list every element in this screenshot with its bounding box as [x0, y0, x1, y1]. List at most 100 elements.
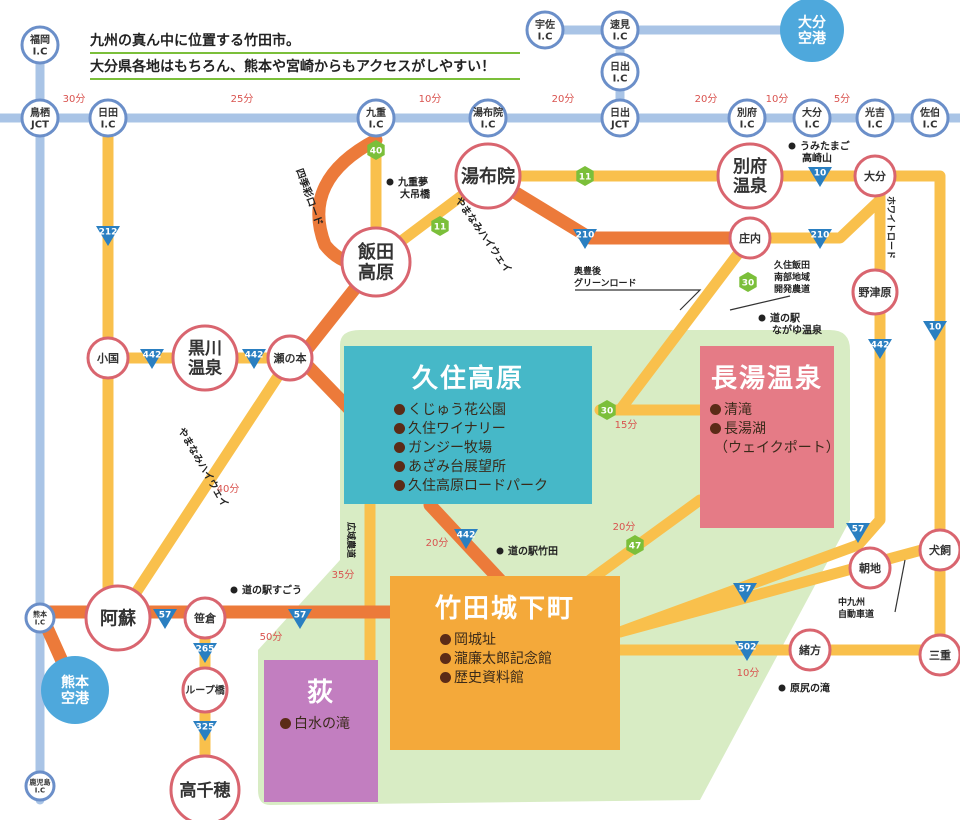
place-circle: [716, 142, 784, 210]
place-circle: [84, 584, 152, 652]
route-shield-triangle: [242, 349, 266, 369]
area-taketa-list: 岡城址 瀧廉太郎記念館 歴史資料館: [440, 631, 620, 688]
travel-time-label: 50分: [260, 631, 283, 643]
area-kuju: 久住高原 くじゅう花公園 久住ワイナリー ガンジー牧場 あざみ台展望所 久住高原…: [344, 346, 592, 504]
bullet-icon: [394, 480, 405, 491]
place-marker: 笹倉: [183, 596, 227, 640]
route-shield: 11: [576, 166, 594, 186]
route-shield-hexagon: [626, 535, 644, 555]
interchange-circle: [855, 98, 895, 138]
interchange-circle: [727, 98, 767, 138]
route-shield-hexagon: [598, 400, 616, 420]
interchange-circle: [24, 602, 56, 634]
route-shield-triangle: [808, 167, 832, 187]
route-shield: 40: [367, 140, 385, 160]
place-circle: [266, 334, 314, 382]
place-marker: 庄内: [728, 216, 772, 260]
place-circle: [788, 628, 832, 672]
list-item: 白水の滝: [280, 715, 378, 734]
place-label: 湯布院: [461, 165, 515, 187]
route-shield: 11: [431, 216, 449, 236]
area-ogi: 荻 白水の滝: [264, 660, 378, 802]
area-nagayu-title: 長湯温泉: [710, 364, 823, 394]
place-circle: [169, 754, 241, 824]
place-label: 小国: [96, 351, 119, 365]
route-shield: 442: [868, 339, 892, 359]
area-kuju-list: くじゅう花公園 久住ワイナリー ガンジー牧場 あざみ台展望所 久住高原ロードパー…: [394, 401, 592, 496]
area-taketa-title: 竹田城下町: [434, 594, 575, 624]
route-number: 442: [245, 351, 264, 361]
landmark-dot: [496, 547, 504, 555]
route-number: 30: [742, 279, 755, 289]
bullet-icon: [440, 672, 451, 683]
interchange-circle: [24, 770, 56, 802]
road-47: [584, 494, 706, 586]
bullet-icon: [394, 404, 405, 415]
place-circle: [181, 666, 229, 714]
route-number: 210: [576, 231, 595, 241]
road-name-label: 久住飯田: [774, 259, 810, 271]
route-number: 57: [739, 585, 752, 595]
route-number: 325: [196, 723, 215, 733]
route-shield: 442: [454, 529, 478, 549]
place-label: 阿蘇: [100, 607, 136, 629]
place-label: 犬飼: [929, 543, 951, 557]
route-shield: 57: [733, 583, 757, 603]
route-shield-hexagon: [431, 216, 449, 236]
landmark-dot: [778, 684, 786, 692]
route-shield: 502: [735, 641, 759, 661]
route-shield-hexagon: [739, 272, 757, 292]
list-item: 久住ワイナリー: [394, 420, 592, 439]
place-circle: [340, 226, 412, 298]
route-shield-triangle: [846, 523, 870, 543]
place-label: 三重: [929, 648, 951, 662]
route-number: 502: [738, 643, 757, 653]
place-label: 黒川温泉: [188, 339, 223, 379]
place-marker: 朝地: [848, 546, 892, 590]
landmark-label: 道の駅竹田: [508, 545, 558, 558]
place-circle: [851, 268, 899, 316]
leader-agri-road: [729, 295, 791, 311]
place-label: ループ橋: [185, 684, 225, 697]
interchange-circle: [600, 98, 640, 138]
landmark-marker: 道の駅ながゆ温泉: [758, 312, 823, 337]
road-name-label: 広域農道: [345, 522, 357, 558]
route-number: 212: [99, 228, 118, 238]
airport-marker: 熊本空港: [41, 656, 109, 724]
place-circle: [454, 142, 522, 210]
route-shield: 265: [193, 643, 217, 663]
place-label: 高千穂: [180, 780, 231, 801]
route-number: 30: [601, 407, 614, 417]
interchange-circle: [20, 98, 60, 138]
bullet-icon: [394, 461, 405, 472]
airport-label: 大分空港: [798, 14, 827, 47]
road-name-label: 南部地域: [774, 271, 810, 283]
leader-lines: [575, 289, 906, 613]
route-number: 11: [579, 173, 592, 183]
road-name-label: 開発農道: [774, 283, 810, 295]
airport-circle: [41, 656, 109, 724]
place-circle: [86, 336, 130, 380]
route-number: 10: [929, 323, 942, 333]
place-label: 緒方: [799, 643, 821, 657]
interchange-circle: [910, 98, 950, 138]
list-item: 久住高原ロードパーク: [394, 477, 592, 496]
route-shield-triangle: [733, 583, 757, 603]
landmark-dot: [788, 142, 796, 150]
route-shield-triangle: [573, 229, 597, 249]
place-circle: [171, 324, 239, 392]
landmark-label: 道の駅ながゆ温泉: [770, 312, 823, 337]
road-name-label: グリーンロード: [574, 277, 637, 289]
